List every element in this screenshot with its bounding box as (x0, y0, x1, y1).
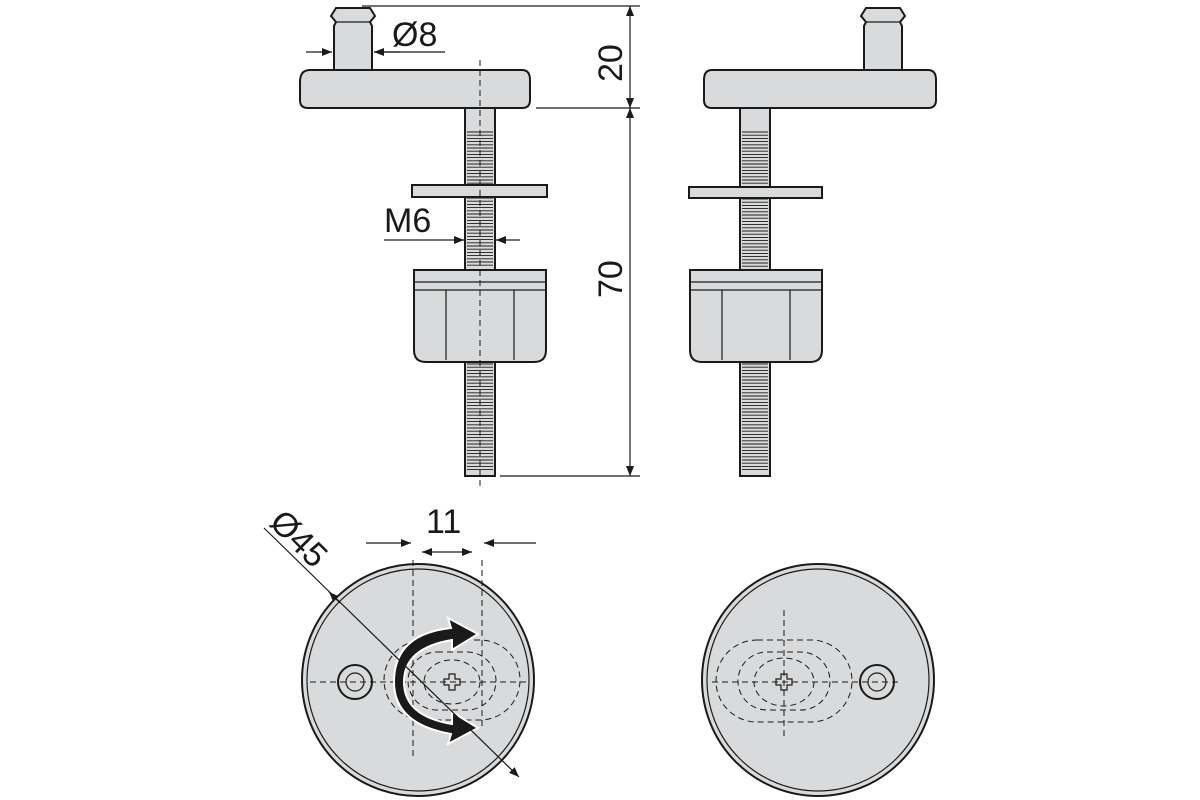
height-dimension (362, 5, 640, 477)
left-side-view (299, 7, 548, 490)
right-nut (689, 269, 823, 363)
slot-travel-dimension (366, 539, 536, 556)
right-top-view (701, 563, 935, 797)
cap-diameter-dimension (263, 527, 520, 778)
left-pin (329, 7, 377, 71)
right-cap-disc (701, 563, 935, 797)
right-side-view (688, 7, 937, 477)
height-top-label: 20 (592, 44, 630, 82)
right-washer (688, 186, 823, 199)
height-total-label: 70 (592, 260, 630, 298)
rotate-arrow-icon (392, 615, 481, 747)
left-screw-cross-icon (443, 673, 461, 691)
left-top-plate (299, 69, 531, 109)
pin-diameter-label: Ø8 (392, 16, 437, 54)
cap-diameter-label: Ø45 (262, 503, 334, 575)
right-top-plate (703, 69, 937, 109)
right-screw-cross-icon (775, 673, 793, 691)
thread-label: M6 (384, 202, 431, 240)
right-pin (859, 7, 907, 71)
slot-travel-label: 11 (426, 503, 461, 541)
